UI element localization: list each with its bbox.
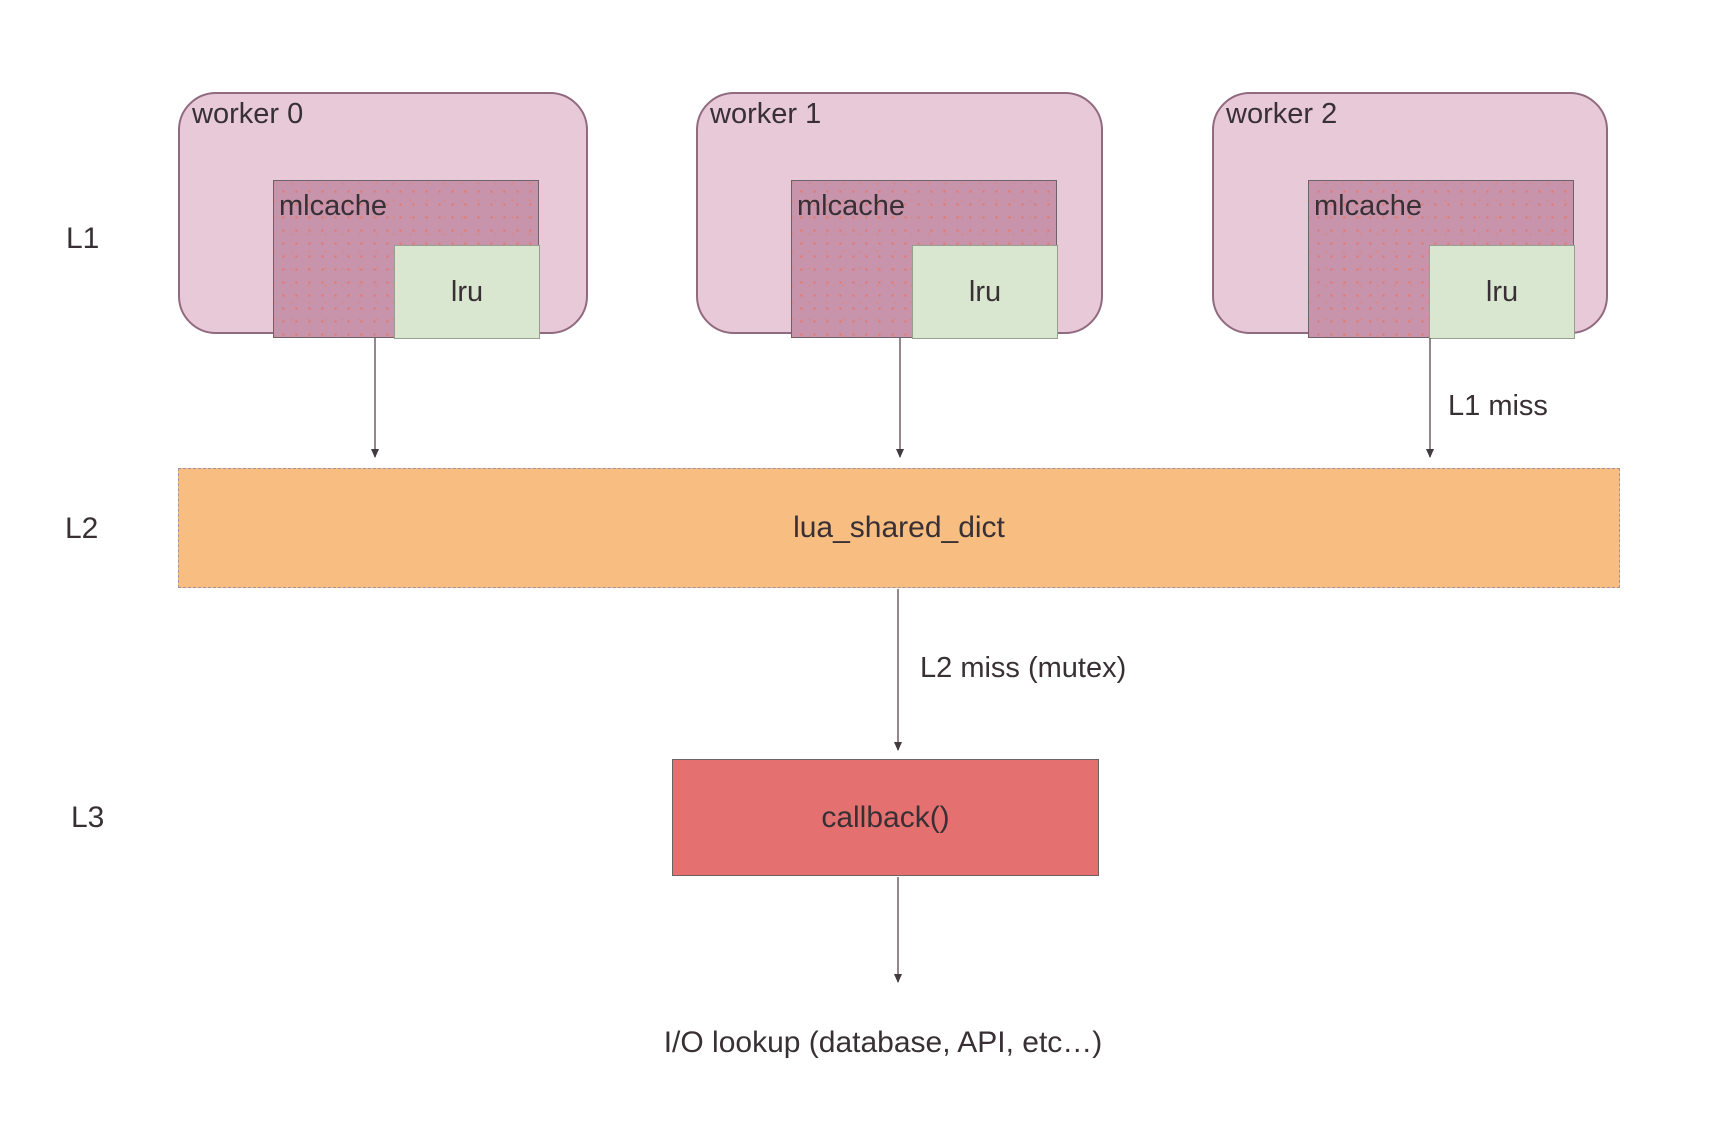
worker-2-mlcache-label: mlcache (1314, 190, 1422, 222)
worker-2-box: worker 2 mlcache lru (1212, 92, 1608, 339)
io-lookup-label: I/O lookup (database, API, etc…) (663, 1026, 1103, 1059)
level-label-l1: L1 (66, 222, 100, 255)
worker-2-lru-box: lru (1429, 245, 1575, 339)
level-label-l3: L3 (71, 801, 105, 834)
worker-1-lru-box: lru (912, 245, 1058, 339)
lua-shared-dict-label: lua_shared_dict (793, 511, 1005, 544)
callback-box: callback() (672, 759, 1099, 876)
worker-0-lru-label: lru (450, 275, 484, 308)
lua-shared-dict-box: lua_shared_dict (178, 468, 1620, 588)
callback-label: callback() (821, 800, 950, 834)
worker-2-mlcache-box: mlcache lru (1308, 180, 1575, 339)
worker-0-title: worker 0 (192, 98, 304, 130)
worker-2-lru-label: lru (1485, 275, 1519, 308)
worker-1-lru-label: lru (968, 275, 1002, 308)
worker-1-mlcache-box: mlcache lru (791, 180, 1058, 339)
worker-0-mlcache-label: mlcache (279, 190, 387, 222)
worker-1-box: worker 1 mlcache lru (696, 92, 1103, 339)
worker-1-title: worker 1 (710, 98, 822, 130)
worker-1-mlcache-label: mlcache (797, 190, 905, 222)
worker-0-box: worker 0 mlcache lru (178, 92, 588, 339)
l2-miss-label: L2 miss (mutex) (920, 652, 1127, 684)
worker-0-lru-box: lru (394, 245, 540, 339)
worker-2-title: worker 2 (1226, 98, 1338, 130)
worker-0-mlcache-box: mlcache lru (273, 180, 540, 339)
level-label-l2: L2 (65, 512, 99, 545)
l1-miss-label: L1 miss (1448, 390, 1548, 422)
